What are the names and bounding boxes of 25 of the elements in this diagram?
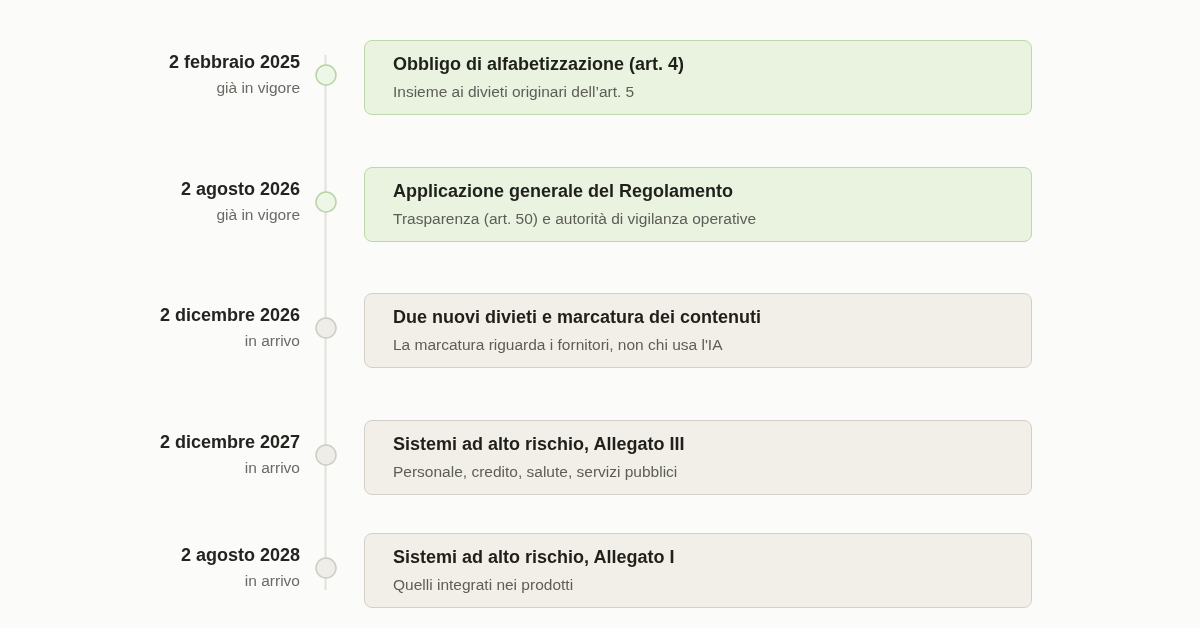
card-description: Trasparenza (art. 50) e autorità di vigilanza operative <box>393 210 756 228</box>
milestone-card <box>364 167 1032 242</box>
milestone-card <box>364 40 1032 115</box>
status-label: già in vigore <box>216 79 300 97</box>
status-label: in arrivo <box>244 332 300 350</box>
date-label: 2 febbraio 2025 <box>168 52 300 73</box>
milestone-card <box>364 293 1032 368</box>
status-label: in arrivo <box>244 459 300 477</box>
card-title: Due nuovi divieti e marcatura dei contenuti <box>393 307 762 328</box>
card-title: Sistemi ad alto rischio, Allegato III <box>393 434 685 455</box>
card-description: Quelli integrati nei prodotti <box>393 576 574 594</box>
date-label: 2 dicembre 2027 <box>159 432 300 453</box>
status-label: in arrivo <box>244 572 300 590</box>
card-title: Sistemi ad alto rischio, Allegato I <box>393 547 675 568</box>
card-title: Obbligo di alfabetizzazione (art. 4) <box>393 54 685 75</box>
card-description: Personale, credito, salute, servizi pubblici <box>393 463 678 481</box>
milestone-card <box>364 420 1032 495</box>
card-description: Insieme ai divieti originari dell’art. 5 <box>393 83 635 101</box>
date-label: 2 agosto 2028 <box>180 545 300 566</box>
card-title: Applicazione generale del Regolamento <box>393 181 734 202</box>
date-label: 2 agosto 2026 <box>180 179 300 200</box>
status-label: già in vigore <box>216 206 300 224</box>
card-description: La marcatura riguarda i fornitori, non chi usa l'IA <box>393 336 723 354</box>
milestone-card <box>364 533 1032 608</box>
date-label: 2 dicembre 2026 <box>159 305 300 326</box>
